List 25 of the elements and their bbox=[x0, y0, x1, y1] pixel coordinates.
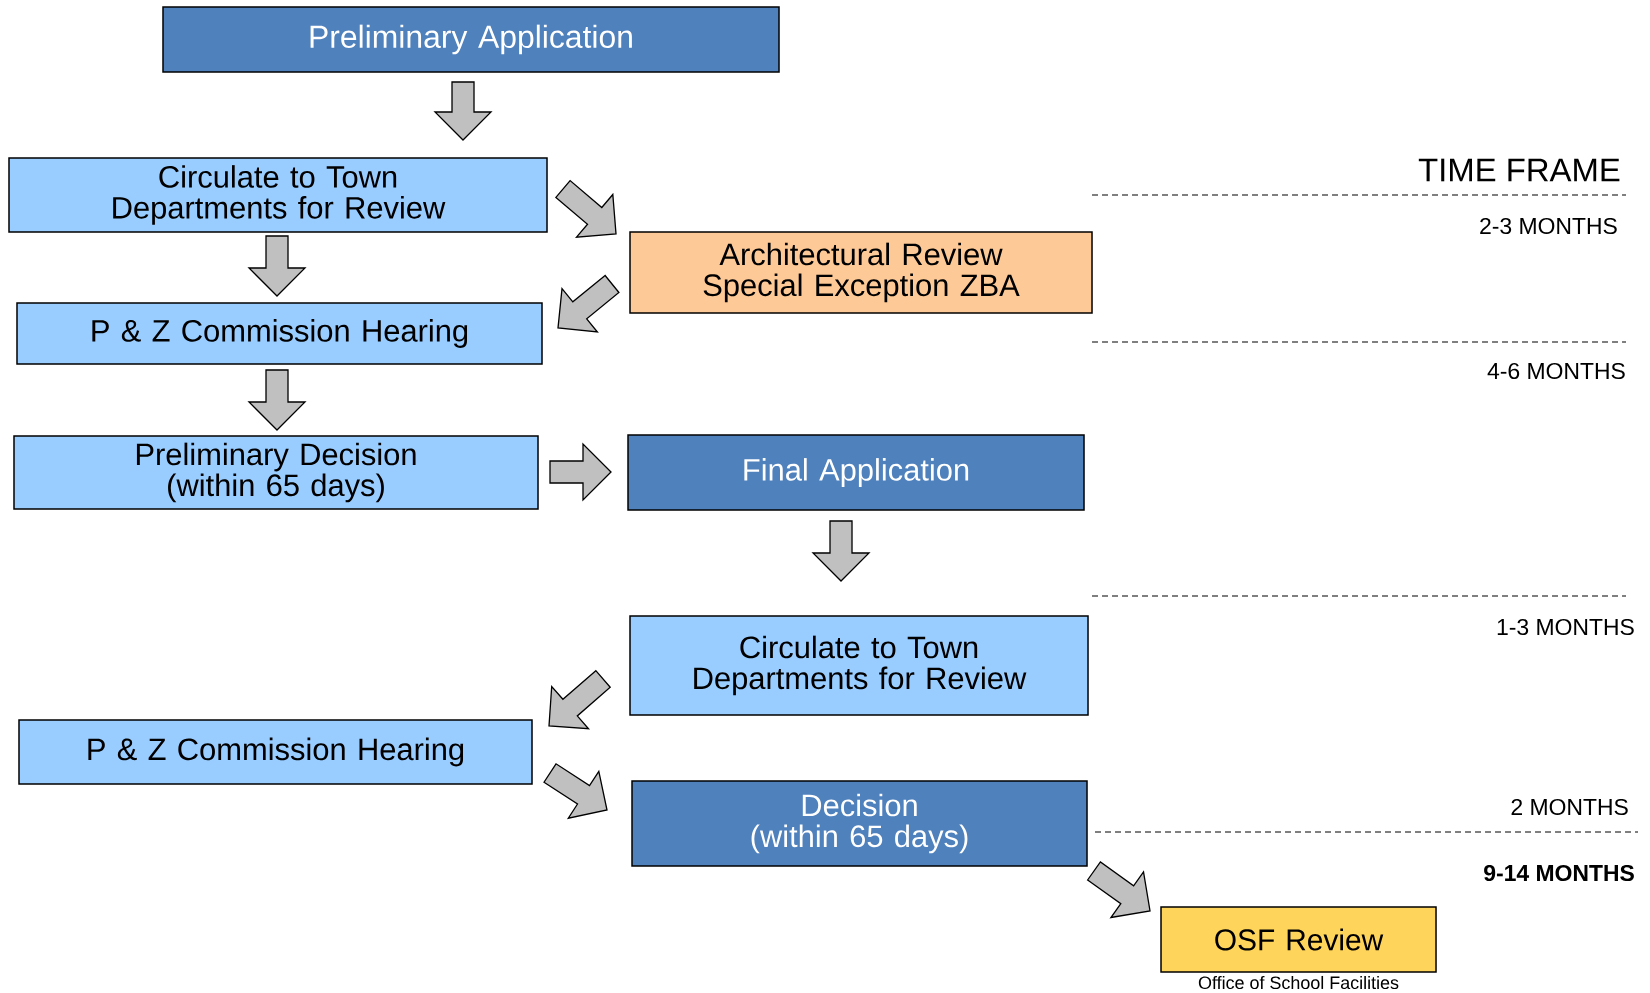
duration-label: 2-3 MONTHS bbox=[1480, 217, 1617, 235]
block-arrow bbox=[549, 442, 612, 502]
block-arrow bbox=[555, 179, 617, 238]
process-box: P & Z Commission Hearing bbox=[16, 302, 543, 365]
process-box: Decision (within 65 days) bbox=[631, 780, 1088, 867]
process-box: Circulate to Town Departments for Review bbox=[8, 157, 548, 233]
block-arrow bbox=[811, 520, 871, 582]
process-box: P & Z Commission Hearing bbox=[18, 719, 533, 785]
block-arrow bbox=[557, 274, 620, 333]
duration-label: 4-6 MONTHS bbox=[1487, 362, 1625, 380]
process-box: Preliminary Decision (within 65 days) bbox=[13, 435, 539, 510]
block-arrow bbox=[1086, 861, 1151, 919]
process-box: Architectural Review Special Exception ZBA bbox=[629, 231, 1093, 314]
block-arrow bbox=[247, 369, 307, 431]
column-heading: TIME FRAME bbox=[1418, 158, 1620, 182]
node-caption: Office of School Facilities bbox=[1198, 975, 1399, 990]
process-box: Circulate to Town Departments for Review bbox=[629, 615, 1089, 716]
block-arrow bbox=[247, 235, 307, 297]
process-box: Final Application bbox=[627, 434, 1085, 511]
process-box: OSF Review bbox=[1160, 906, 1437, 973]
block-arrow bbox=[433, 81, 493, 141]
duration-label: 2 MONTHS bbox=[1511, 798, 1628, 816]
duration-label: 9-14 MONTHS bbox=[1484, 864, 1634, 882]
duration-label: 1-3 MONTHS bbox=[1497, 618, 1634, 636]
process-box: Preliminary Application bbox=[162, 6, 780, 73]
